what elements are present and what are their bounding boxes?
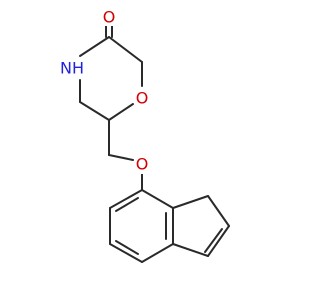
bond-c5-c4 xyxy=(109,243,143,263)
bond-c7a-c1 xyxy=(172,195,209,209)
aromatic-inner-2 xyxy=(115,240,139,255)
carbonyl-oxygen-label: O xyxy=(103,8,116,27)
bond-c1-c2 xyxy=(207,195,230,227)
atom-labels: O NH O O xyxy=(58,8,150,174)
bond-c3-c3a xyxy=(172,243,209,257)
nitrogen-label: NH xyxy=(60,59,84,78)
bond-c7-c6 xyxy=(109,189,143,209)
bond-c7a-c7 xyxy=(141,189,174,209)
bond-ch-o xyxy=(108,103,134,121)
bond-c2-c3 xyxy=(207,225,230,257)
chemical-structure-diagram: O NH O O xyxy=(58,8,230,263)
bond-ch2-ether-o xyxy=(108,154,134,161)
morpholinone-ring xyxy=(79,36,143,121)
bond-c4-c3a xyxy=(141,243,174,263)
bond-ch2-ch xyxy=(79,101,110,121)
ether-oxygen-label: O xyxy=(136,155,149,174)
c2-c3-double-inner xyxy=(204,228,223,253)
ring-oxygen-label: O xyxy=(136,89,149,108)
benzene-ring xyxy=(109,189,174,263)
cyclopentene-ring xyxy=(172,195,230,257)
bond-ch2-c xyxy=(108,36,143,63)
bond-c-n xyxy=(79,36,110,57)
aromatic-inner-1 xyxy=(115,197,139,212)
